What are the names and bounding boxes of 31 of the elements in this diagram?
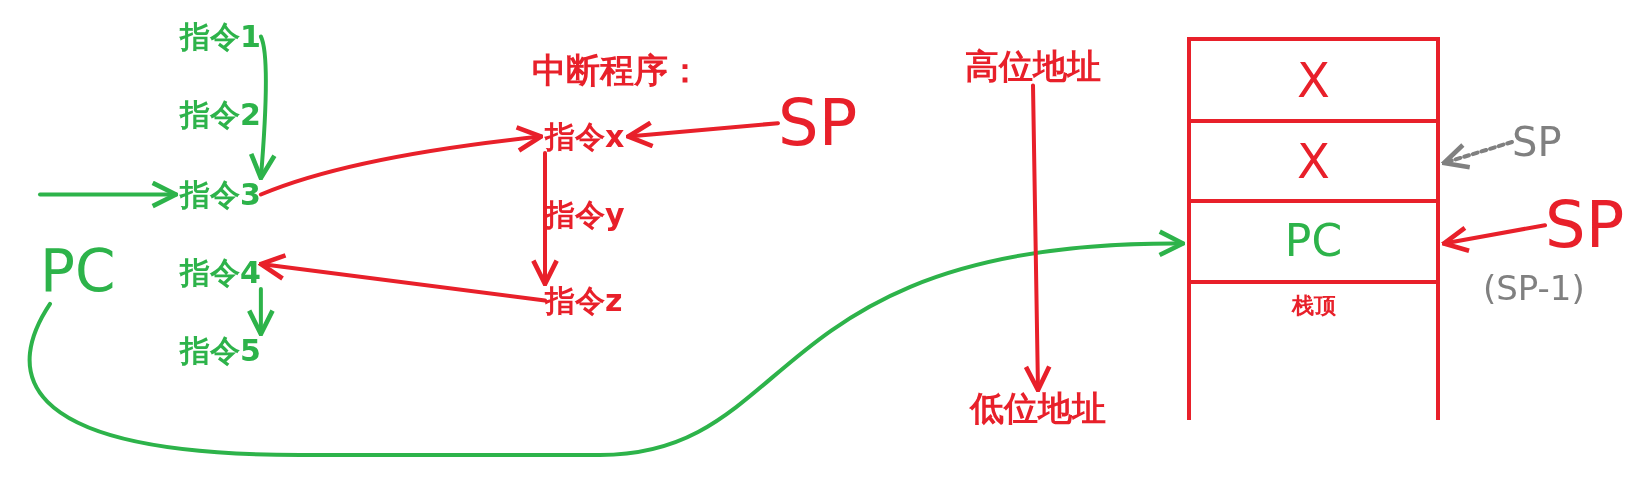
arrow	[38, 180, 179, 209]
pointer-label: SP	[1512, 120, 1562, 164]
pointer-label: PC	[40, 240, 116, 304]
pointer-label: SP	[1545, 190, 1625, 261]
arrow	[1023, 83, 1052, 393]
arrow	[28, 230, 1186, 457]
stack-cell: X	[1187, 123, 1440, 203]
stack-cell: PC	[1187, 203, 1440, 284]
arrow	[258, 125, 544, 197]
section-heading: 中断程序：	[532, 52, 702, 90]
instruction-text: 指令5	[180, 334, 261, 367]
instruction-text: 指令z	[545, 284, 623, 317]
instruction-text: 指令4	[180, 256, 261, 289]
instruction-text: 指令x	[545, 120, 625, 153]
instruction-text: 指令y	[545, 198, 625, 231]
address-label: 高位地址	[965, 48, 1101, 86]
stack-cell: X	[1187, 37, 1440, 123]
arrow	[626, 120, 780, 149]
pointer-note: (SP-1)	[1483, 270, 1585, 308]
arrow	[1441, 140, 1514, 170]
address-label: 低位地址	[970, 390, 1106, 428]
pointer-label: SP	[778, 88, 858, 159]
arrow	[258, 253, 547, 303]
instruction-text: 指令1	[180, 20, 261, 53]
stack-cell: 栈顶	[1187, 284, 1440, 420]
arrow	[248, 34, 277, 181]
instruction-text: 指令3	[180, 178, 261, 211]
instruction-text: 指令2	[180, 98, 261, 131]
arrow	[246, 287, 275, 337]
arrow	[531, 151, 559, 287]
arrow	[1441, 223, 1547, 254]
